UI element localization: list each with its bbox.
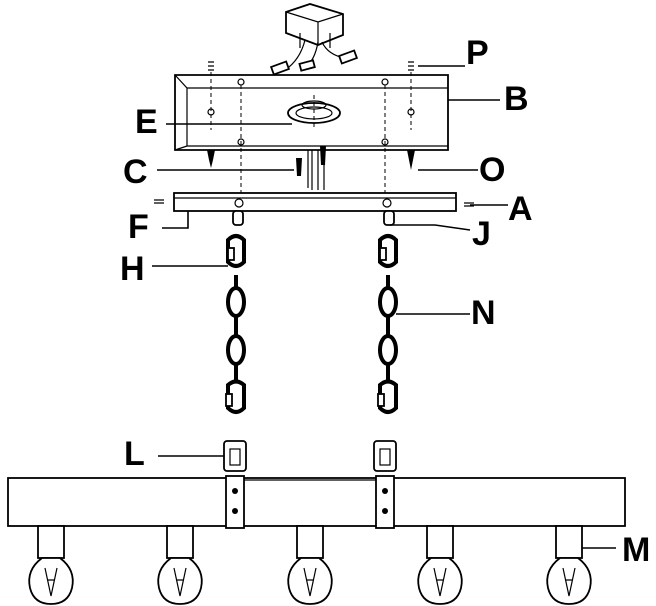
label-j: J	[472, 215, 491, 253]
label-f: F	[128, 208, 149, 246]
label-n: N	[471, 294, 496, 332]
bulb-4	[417, 525, 463, 605]
junction-box	[285, 3, 344, 48]
screw-p	[207, 61, 415, 130]
chain-right	[377, 234, 398, 414]
bulb-3	[287, 525, 333, 605]
bulb-1	[28, 525, 74, 605]
fixture-beam	[7, 475, 626, 529]
label-h: H	[120, 250, 145, 288]
label-p: P	[466, 34, 489, 72]
canopy-plate	[154, 192, 474, 212]
label-l: L	[124, 435, 145, 473]
label-e: E	[135, 103, 158, 141]
mounting-screws	[207, 85, 415, 200]
hook-loops	[232, 210, 395, 226]
fixture-hanger-loops	[223, 440, 397, 472]
label-m: M	[622, 531, 650, 569]
leader-lines	[152, 65, 616, 549]
bulb-5	[546, 525, 592, 605]
label-c: C	[123, 153, 148, 191]
label-o: O	[479, 151, 505, 189]
chain-left	[225, 234, 246, 414]
hex-nut-ring	[287, 95, 341, 130]
label-b: B	[504, 80, 529, 118]
bulb-2	[157, 525, 203, 605]
label-a: A	[508, 190, 533, 228]
